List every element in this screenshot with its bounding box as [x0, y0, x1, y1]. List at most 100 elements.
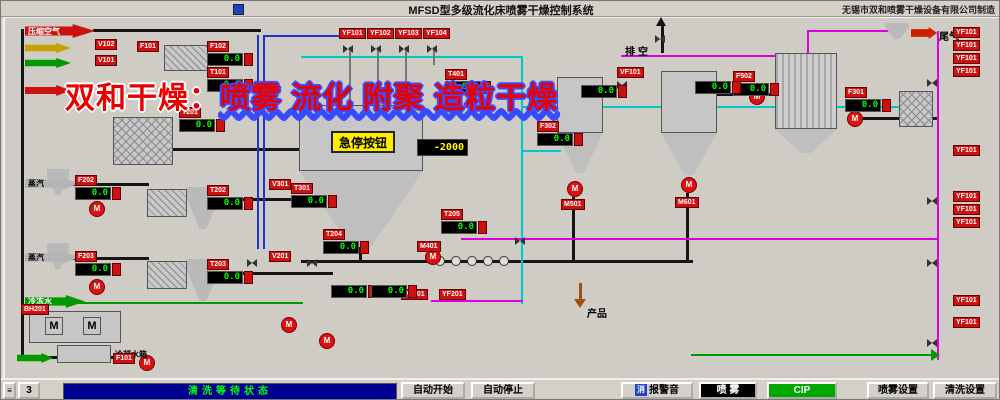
instrument-tag-f302: F302: [537, 121, 559, 132]
pipe: [686, 193, 689, 261]
instrument-tag-yf101: YF101: [953, 40, 980, 51]
valve[interactable]: [927, 197, 937, 205]
instrument-tag-m501: M501: [561, 199, 585, 210]
feed-inlet: [25, 43, 71, 53]
instrument-tag-m401: M401: [417, 241, 441, 252]
valve[interactable]: [371, 45, 381, 53]
instrument-tag-yf101: YF101: [953, 317, 980, 328]
pipe: [461, 238, 939, 240]
pipe: [265, 35, 345, 37]
status-bar: 清洗等待状态: [63, 383, 397, 399]
valve[interactable]: [343, 45, 353, 53]
pump-motor[interactable]: M: [847, 111, 863, 127]
instrument-tag-yf101: YF101: [339, 28, 366, 39]
instrument-tag-f502: F502: [733, 71, 755, 82]
pump-motor[interactable]: M: [681, 177, 697, 193]
spray-settings-button[interactable]: 喷雾设置: [867, 382, 929, 399]
valve[interactable]: [655, 35, 665, 43]
valve[interactable]: [427, 45, 437, 53]
cip-button[interactable]: CIP: [767, 382, 837, 399]
pipe: [171, 148, 301, 151]
pipe: [217, 272, 333, 275]
pump-motor[interactable]: M: [139, 355, 155, 371]
pipe: [301, 260, 693, 263]
display-unit: [244, 53, 253, 66]
pipe: [579, 283, 582, 301]
pipe: [701, 93, 837, 96]
spray-button[interactable]: 喷 雾: [699, 382, 757, 399]
valve[interactable]: [515, 237, 525, 245]
chilled-water-label: 冷冻水: [28, 297, 52, 306]
pipe: [257, 35, 259, 249]
valve[interactable]: [927, 79, 937, 87]
display-value: 0.0: [179, 119, 215, 132]
scrubber-unit: [113, 117, 173, 165]
display-unit: [408, 285, 417, 298]
instrument-tag-vf101: VF101: [617, 67, 644, 78]
display-value: 0.0: [371, 285, 407, 298]
condensate-tank-2: [57, 345, 111, 363]
pump-motor[interactable]: M: [319, 333, 335, 349]
tailgas-outlet-arrow: [911, 27, 937, 39]
pipe: [69, 183, 149, 186]
display-value: 0.0: [291, 195, 327, 208]
instrument-tag-yf101: YF101: [953, 295, 980, 306]
sight-glass: [451, 256, 461, 266]
app-icon: [233, 4, 244, 15]
page-title: MFSD型多级流化床喷雾干燥控制系统: [408, 5, 594, 17]
pump-motor[interactable]: M: [89, 279, 105, 295]
pipe: [621, 55, 809, 57]
clean-settings-button[interactable]: 清洗设置: [933, 382, 997, 399]
emergency-stop-button[interactable]: 急停按钮: [331, 131, 395, 153]
valve[interactable]: [307, 259, 317, 267]
pump-motor[interactable]: M: [281, 317, 297, 333]
sight-glass: [499, 256, 509, 266]
page-number-button[interactable]: 3: [18, 382, 40, 399]
display-value: 0.0: [733, 83, 769, 96]
steam-inlet-2: 蒸汽: [25, 251, 79, 264]
menu-button[interactable]: ≡: [3, 382, 16, 399]
instrument-tag-bh201: BH201: [21, 304, 49, 315]
valve[interactable]: [247, 259, 257, 267]
instrument-tag-yf101: YF101: [953, 217, 980, 228]
display-untagged: 0.0: [695, 81, 741, 94]
display-value: 0.0: [75, 187, 111, 200]
display-unit: [478, 221, 487, 234]
pipe: [405, 47, 407, 107]
display-unit: [770, 83, 779, 96]
display-value: 0.0: [331, 285, 367, 298]
pipe: [69, 257, 149, 260]
auto-stop-button[interactable]: 自动停止: [471, 382, 535, 399]
pump-motor[interactable]: M: [89, 201, 105, 217]
drain-arrowhead: [931, 349, 940, 361]
valve[interactable]: [399, 45, 409, 53]
auto-start-button[interactable]: 自动开始: [401, 382, 465, 399]
display-value: 0.0: [75, 263, 111, 276]
display-value: 0.0: [207, 53, 243, 66]
valve[interactable]: [927, 339, 937, 347]
pump-motor[interactable]: M: [567, 181, 583, 197]
instrument-tag-v301: V301: [269, 179, 292, 190]
pipe: [521, 56, 523, 304]
steam-label: 蒸汽: [28, 253, 44, 262]
instrument-tag-yf102: YF102: [367, 28, 394, 39]
valve[interactable]: [927, 259, 937, 267]
alarm-mute-icon: 消: [635, 384, 647, 397]
pipe: [263, 35, 265, 249]
display-value: 0.0: [323, 241, 359, 254]
display-unit: [244, 271, 253, 284]
heater-2: [147, 261, 187, 289]
pipe: [93, 29, 261, 32]
display-unit: [112, 187, 121, 200]
display-unit: [216, 119, 225, 132]
pipe: [807, 30, 809, 57]
instrument-tag-t202: T202: [207, 185, 229, 196]
alarm-mute-button[interactable]: 消报警音: [621, 382, 693, 399]
